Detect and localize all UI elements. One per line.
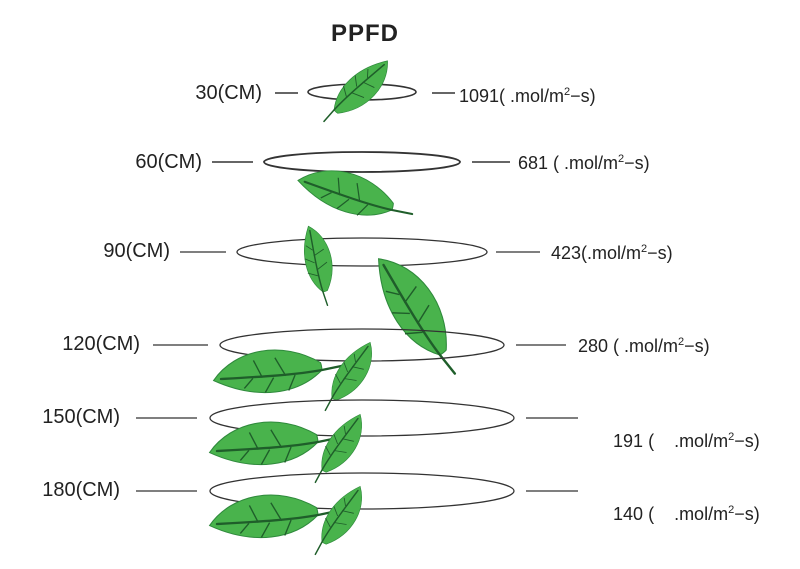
unit-exp: 2 — [728, 431, 735, 443]
unit-tail: −s) — [734, 504, 760, 524]
ppfd-number: 681 — [518, 153, 549, 173]
unit-open: ( — [608, 336, 625, 356]
ppfd-number: 1091 — [459, 86, 500, 106]
ppfd-value-60: 681 ( .mol/m2−s) — [518, 153, 650, 174]
ppfd-number: 191 — [613, 431, 644, 451]
ppfd-unit: .mol/m2−s) — [674, 431, 760, 451]
ppfd-value-90: 423(.mol/m2−s) — [551, 243, 673, 264]
unit-base: .mol/m — [674, 504, 729, 524]
unit-open: ( — [643, 431, 675, 451]
unit-exp: 2 — [678, 336, 685, 348]
unit-exp: 2 — [728, 504, 735, 516]
ppfd-value-30: 1091( .mol/m2−s) — [459, 86, 596, 107]
unit-base: .mol/m — [674, 431, 729, 451]
ppfd-value-150: 191 ( .mol/m2−s) — [593, 410, 760, 473]
ppfd-unit: .mol/m2−s) — [674, 504, 760, 524]
unit-tail: −s) — [734, 431, 760, 451]
ppfd-number: 423 — [551, 243, 582, 263]
unit-open: ( — [499, 86, 511, 106]
unit-open: ( — [548, 153, 565, 173]
leaf-icon — [312, 60, 400, 123]
unit-open: ( — [581, 243, 588, 263]
unit-exp: 2 — [641, 243, 648, 255]
height-label-180: 180(CM) — [42, 479, 120, 501]
ppfd-value-180: 140 ( .mol/m2−s) — [593, 483, 760, 546]
height-label-120: 120(CM) — [62, 333, 140, 355]
light-ring-150 — [209, 399, 515, 437]
ppfd-value-120: 280 ( .mol/m2−s) — [578, 336, 710, 357]
unit-base: .mol/m — [624, 336, 679, 356]
ppfd-unit: .mol/m2−s) — [510, 86, 596, 106]
ppfd-number: 280 — [578, 336, 609, 356]
unit-base: .mol/m — [564, 153, 619, 173]
ppfd-unit: .mol/m2−s) — [564, 153, 650, 173]
unit-tail: −s) — [624, 153, 650, 173]
light-ring-180 — [209, 472, 515, 510]
light-ring-90 — [236, 237, 488, 267]
unit-exp: 2 — [618, 153, 625, 165]
unit-tail: −s) — [647, 243, 673, 263]
unit-base: .mol/m — [587, 243, 642, 263]
unit-tail: −s) — [570, 86, 596, 106]
ppfd-unit: .mol/m2−s) — [587, 243, 673, 263]
ppfd-number: 140 — [613, 504, 644, 524]
unit-base: .mol/m — [510, 86, 565, 106]
unit-open: ( — [643, 504, 675, 524]
unit-exp: 2 — [564, 86, 571, 98]
ppfd-unit: .mol/m2−s) — [624, 336, 710, 356]
unit-tail: −s) — [684, 336, 710, 356]
height-label-60: 60(CM) — [135, 151, 202, 173]
height-label-30: 30(CM) — [195, 82, 262, 104]
height-label-90: 90(CM) — [103, 240, 170, 262]
page-title: PPFD — [330, 20, 399, 47]
light-ring-60 — [263, 151, 461, 173]
height-label-150: 150(CM) — [42, 406, 120, 428]
